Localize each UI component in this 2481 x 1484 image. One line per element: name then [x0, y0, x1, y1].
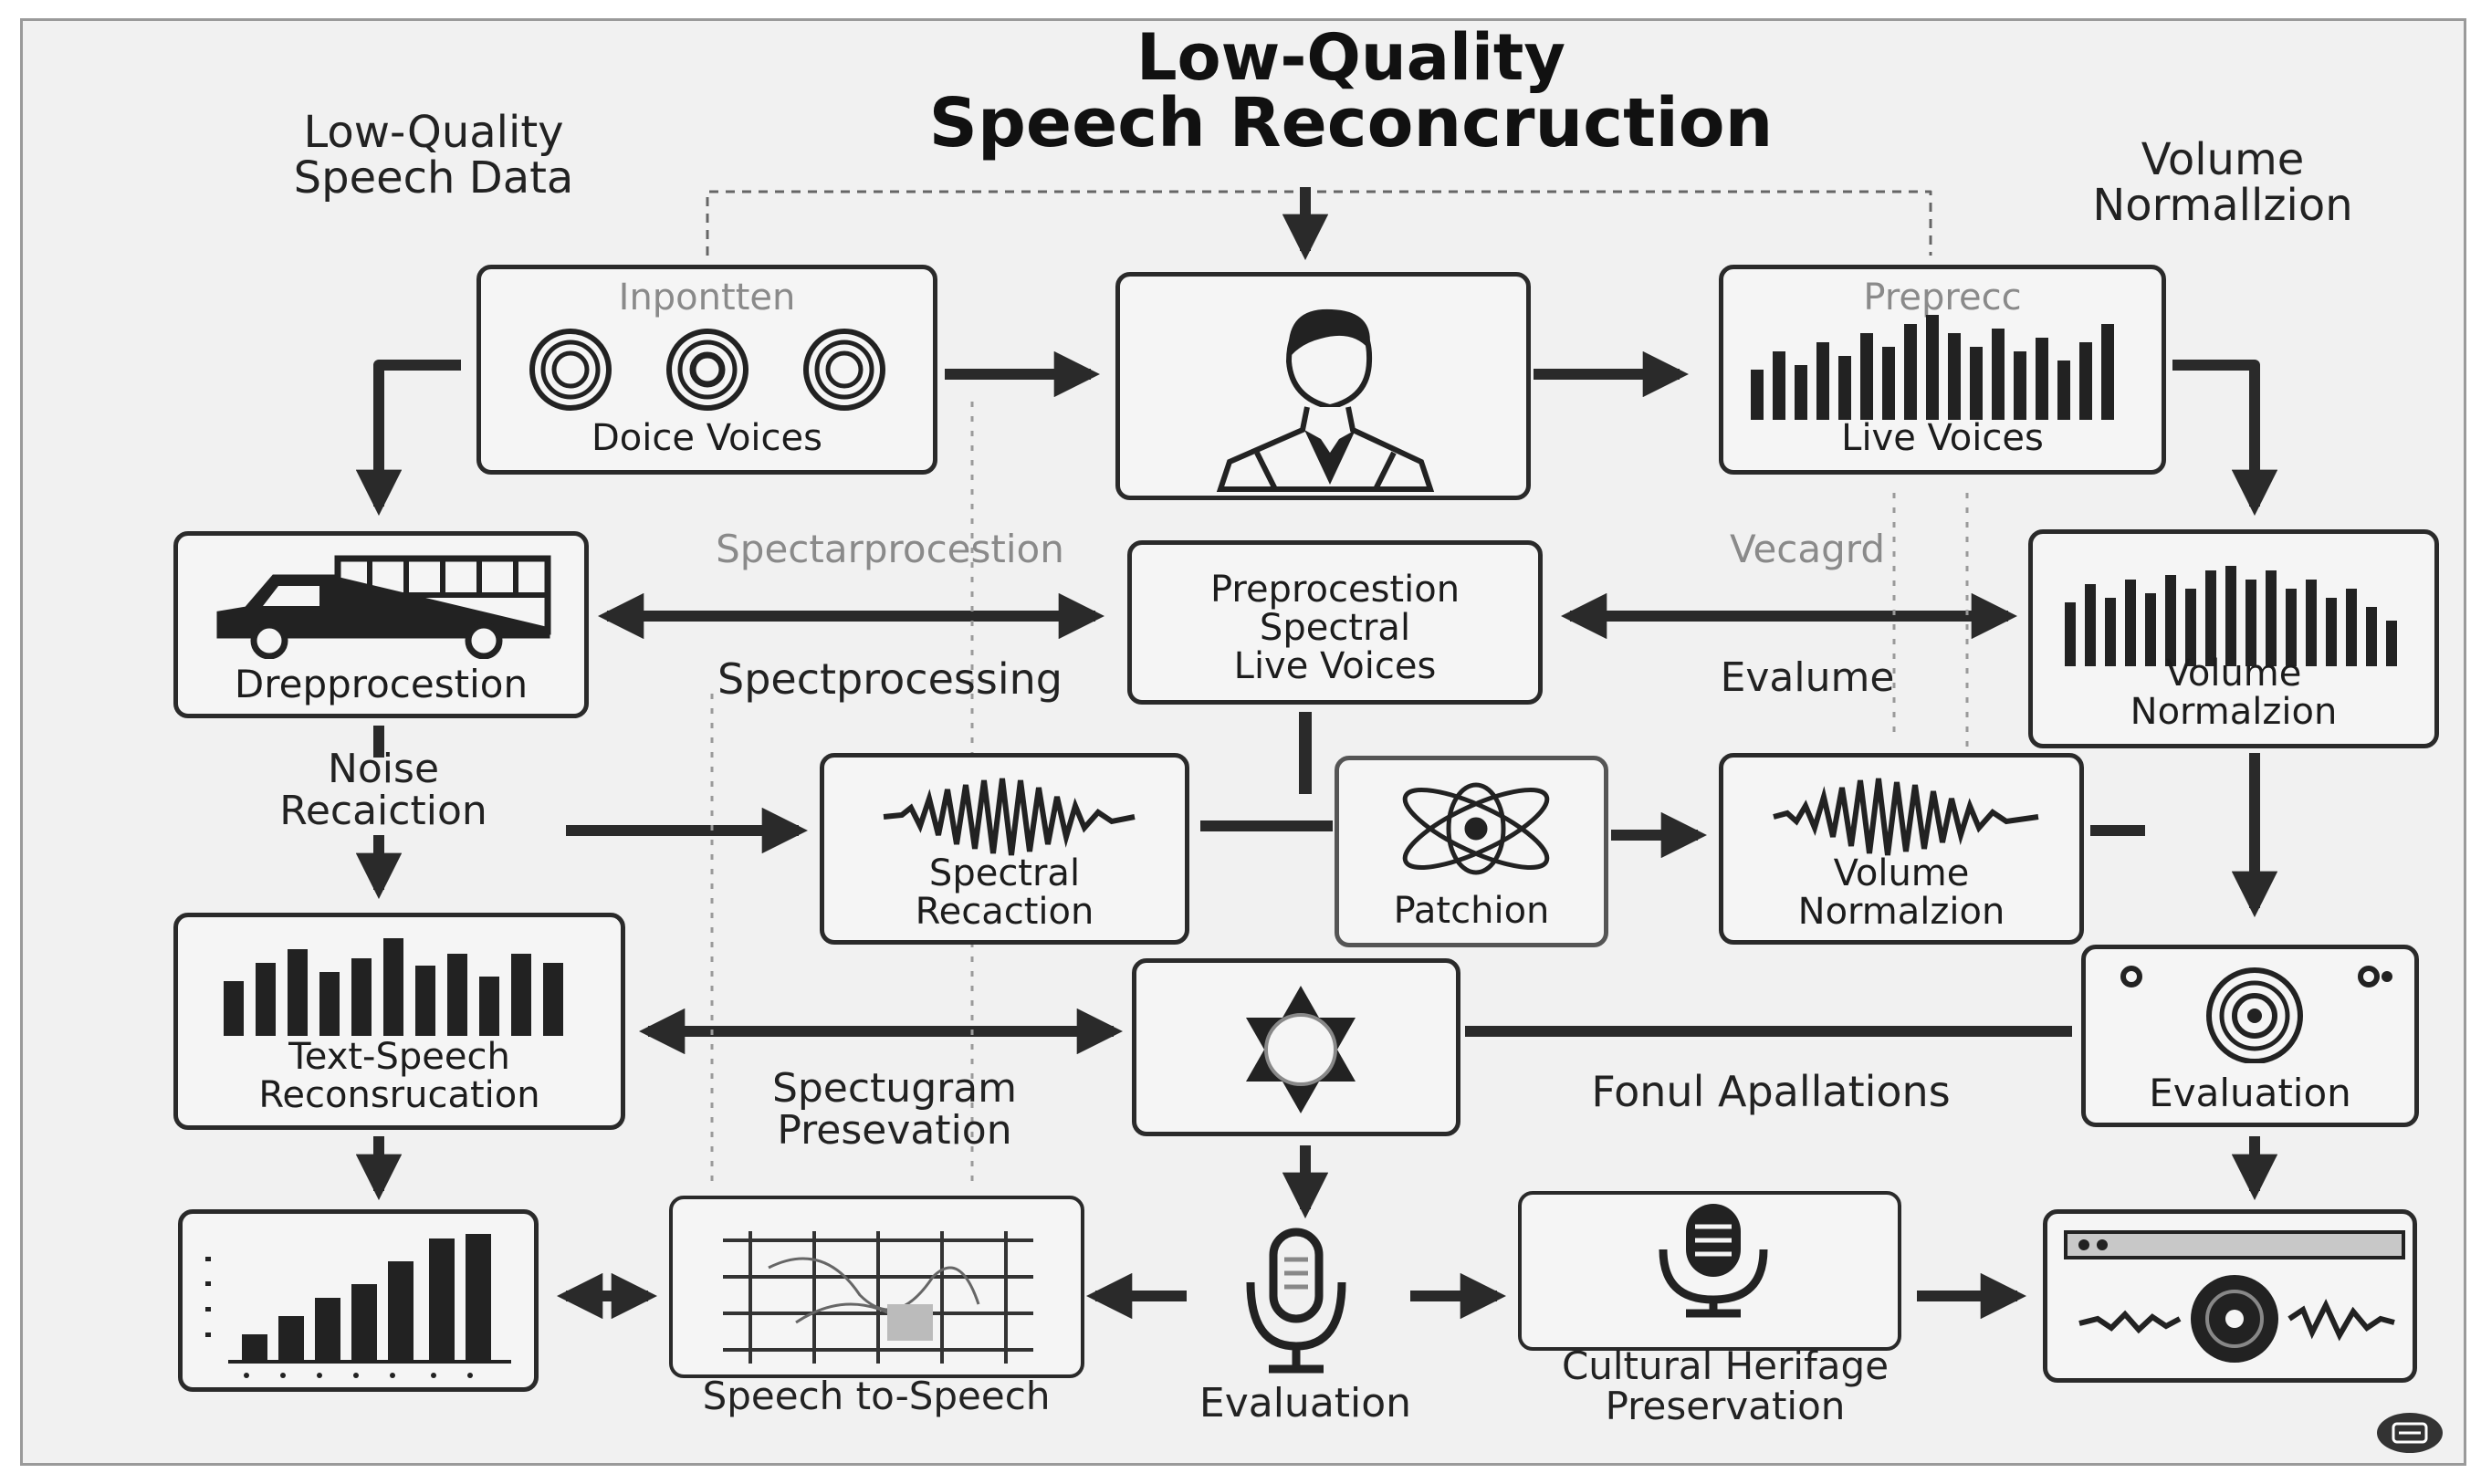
- box-patchion-label: Patchion: [1393, 890, 1550, 932]
- box-input-voices-header: Inpontten: [618, 277, 796, 319]
- sound-wave-icon: [1773, 778, 2039, 856]
- box-spectral-reaction-label: Spectral Recaction: [915, 852, 1094, 933]
- box-cultural: [1518, 1191, 1901, 1351]
- speaker-icon: [529, 329, 885, 411]
- box-input-voices: Inpontten Doice Voices: [476, 265, 937, 475]
- box-live-voices-top-header: Preprecc: [1863, 277, 2022, 319]
- sound-wave-icon: [883, 778, 1136, 856]
- box-patchion: Patchion: [1335, 756, 1608, 947]
- person-icon: [1216, 308, 1435, 492]
- box-input-voices-label: Doice Voices: [591, 417, 822, 459]
- label-cultural: Cultural Herifage Preservation: [1561, 1343, 1890, 1429]
- box-player: [2043, 1209, 2417, 1383]
- microphone-icon: [1246, 1228, 1346, 1374]
- box-volume-norm-right: Volume Normalzion: [2028, 529, 2439, 748]
- label-volume-normalization-top: Volume Normallzion: [2092, 134, 2353, 232]
- label-speech-to-speech: Speech to-Speech: [702, 1374, 1051, 1418]
- waveform-bars-icon: [1751, 315, 2114, 420]
- scribble-grid-icon: [723, 1231, 1033, 1364]
- box-volume-norm-right-label: Volume Normalzion: [2130, 653, 2338, 733]
- box-live-voices-top: Preprecc Live Voices: [1719, 265, 2166, 475]
- box-volume-norm-mid: Volume Normalzion: [1719, 753, 2084, 945]
- truck-icon: [216, 555, 551, 659]
- media-player-icon: [2064, 1230, 2405, 1363]
- label-vecagrd: Vecagrd: [1730, 527, 1885, 571]
- label-low-quality-data: Low-Quality Speech Data: [293, 107, 574, 204]
- box-preprocestion: Preprocestion Spectral Live Voices: [1127, 540, 1543, 705]
- box-text-speech: Text-Speech Reconsrucation: [173, 913, 625, 1130]
- arrow-input-loop-down: [355, 360, 461, 517]
- box-spectral-reaction: Spectral Recaction: [820, 753, 1189, 945]
- label-evaluation-mic: Evaluation: [1199, 1380, 1412, 1427]
- label-spectarprocestion: Spectarprocestion: [716, 527, 1064, 571]
- arrow-live-to-right: [2172, 360, 2278, 517]
- label-noise-reduction: Noise Recaiction: [279, 746, 487, 835]
- label-evalume: Evalume: [1720, 654, 1895, 701]
- box-person: [1115, 272, 1531, 500]
- box-center-star: [1132, 958, 1460, 1136]
- camera-lens-icon: [2120, 966, 2392, 1063]
- box-live-voices-top-label: Live Voices: [1841, 417, 2044, 459]
- box-evaluation-right: Evaluation: [2081, 945, 2419, 1127]
- diagram-title-line1: Low-Quality: [1136, 20, 1566, 95]
- top-dashed-bracket: [706, 190, 1932, 256]
- box-evaluation-right-label: Evaluation: [2149, 1070, 2351, 1115]
- bar-chart-icon: [205, 1234, 511, 1378]
- diagram-title-line2: Speech Reconcruction: [928, 84, 1774, 162]
- box-speech-to-speech: [669, 1196, 1084, 1378]
- box-bar-chart: [178, 1209, 539, 1392]
- waveform-bars-icon: [2065, 566, 2397, 666]
- box-volume-norm-mid-label: Volume Normalzion: [1797, 852, 2005, 933]
- label-fonul-apallations: Fonul Apallations: [1591, 1067, 1951, 1116]
- corner-badge-icon: [2377, 1413, 2443, 1453]
- label-spectprocessing: Spectprocessing: [717, 654, 1063, 704]
- label-spectugram: Spectugram Presevation: [771, 1065, 1018, 1155]
- box-truck-label: Drepprocestion: [234, 661, 529, 706]
- atom-icon: [1402, 782, 1550, 875]
- box-text-speech-label: Text-Speech Reconsrucation: [258, 1036, 540, 1116]
- microphone-icon: [1659, 1204, 1768, 1318]
- star-of-david-icon: [1246, 986, 1356, 1113]
- box-truck: Drepprocestion: [173, 531, 589, 718]
- waveform-bars-icon: [224, 938, 563, 1036]
- box-preprocestion-label: Preprocestion Spectral Live Voices: [1209, 569, 1460, 687]
